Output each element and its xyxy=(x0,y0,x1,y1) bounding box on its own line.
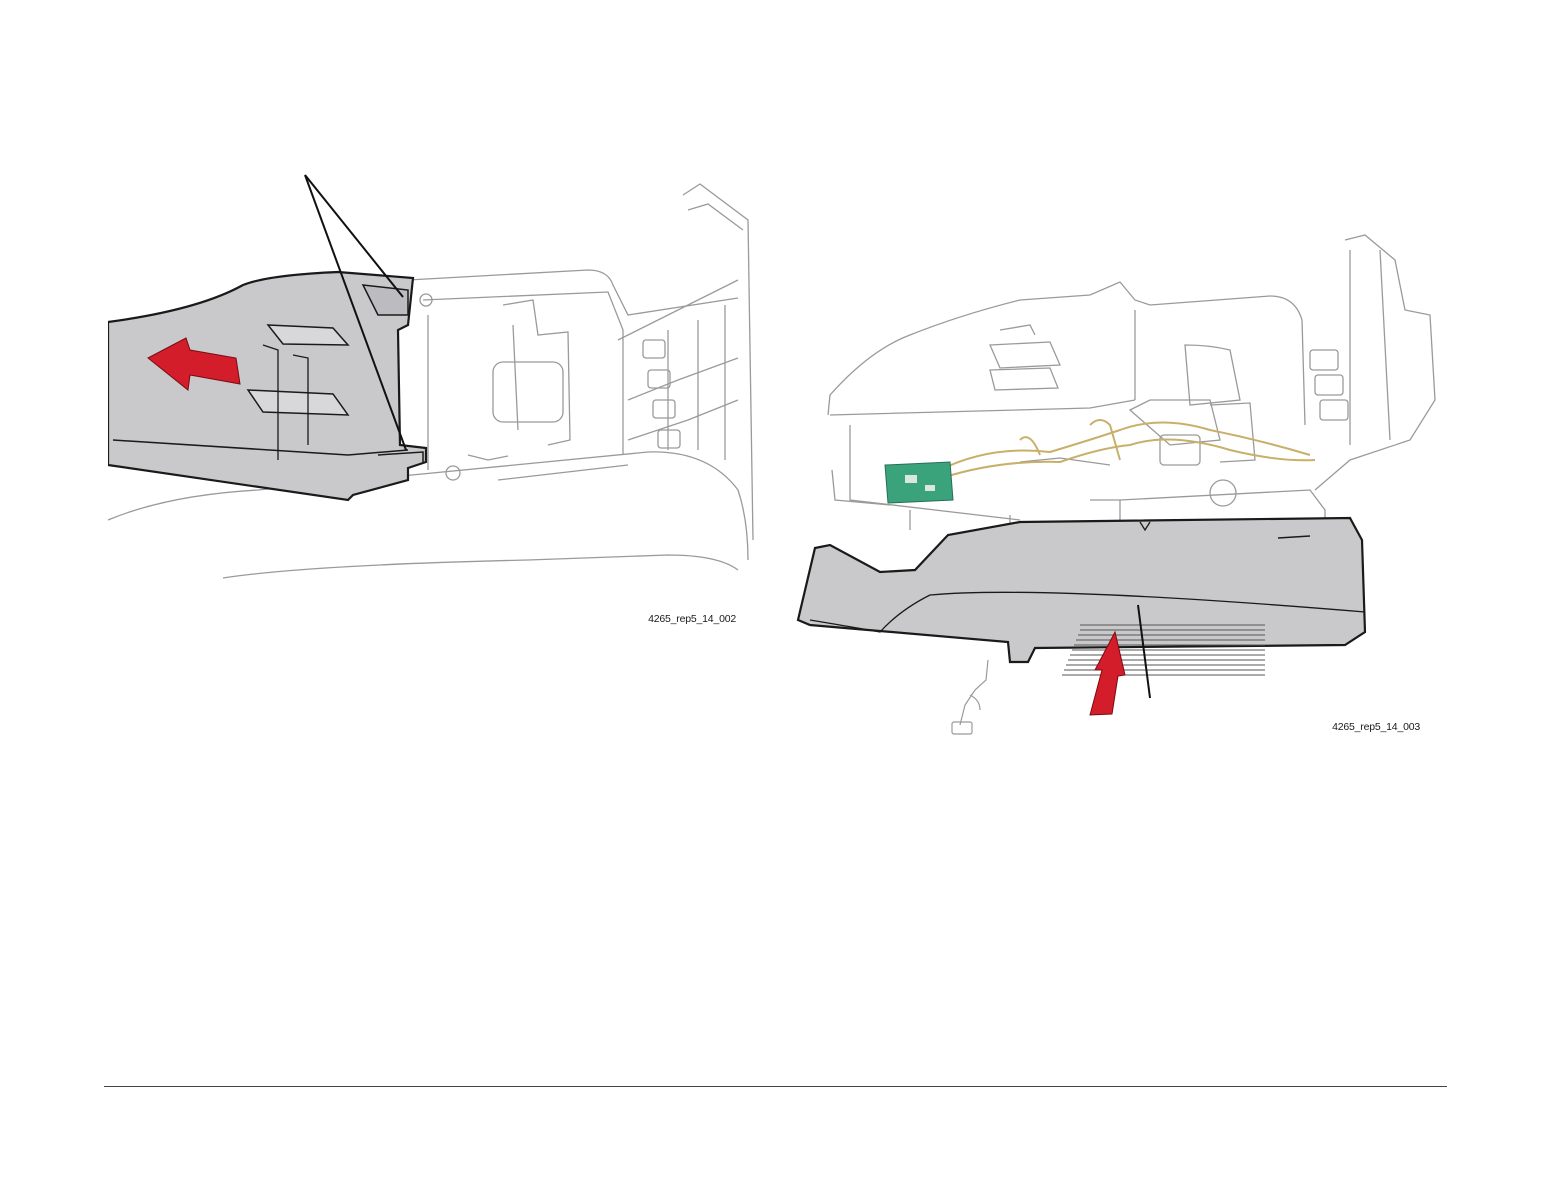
figure-cover-removal: 4265_rep5_14_003 xyxy=(790,200,1440,815)
circuit-board xyxy=(885,462,953,503)
figure-id-label: 4265_rep5_14_003 xyxy=(1332,721,1420,733)
footer-rule xyxy=(104,1086,1447,1087)
harness-connector xyxy=(952,660,988,734)
document-tray-part xyxy=(108,272,426,500)
rear-cover-part xyxy=(798,518,1365,675)
wire-harness xyxy=(940,420,1315,477)
figure-id-label: 4265_rep5_14_002 xyxy=(648,613,736,625)
figure-tray-removal: 4265_rep5_14_002 xyxy=(108,100,758,705)
